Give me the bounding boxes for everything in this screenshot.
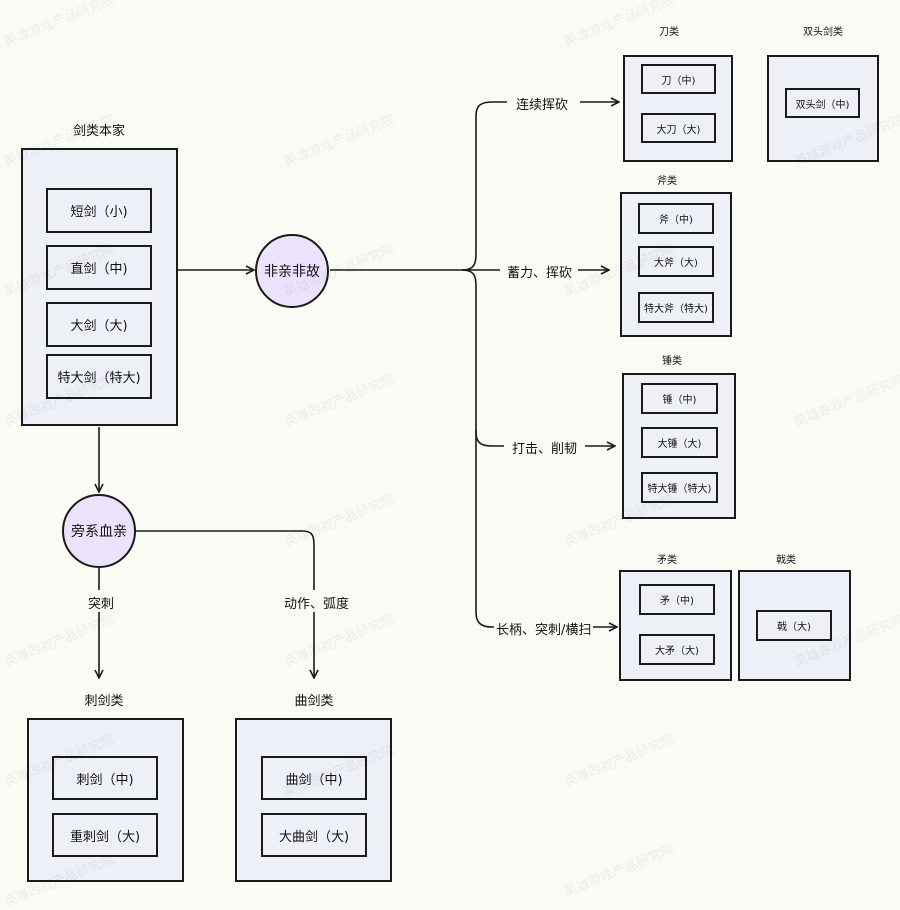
edge-label: 打击、削韧 — [510, 438, 580, 457]
group-item: 特大斧（特大) — [638, 292, 714, 323]
blade-group-title: 刀类 — [659, 27, 679, 38]
group-item: 大斧（大) — [638, 246, 714, 277]
group-item: 双头剑（中) — [785, 88, 860, 118]
group-item: 直剑（中) — [46, 245, 152, 290]
axe-group-title: 斧类 — [657, 176, 677, 187]
edge-label: 蓄力、挥砍 — [505, 262, 575, 281]
group-item: 锤（中) — [641, 383, 718, 414]
group-item: 特大锤（特大) — [641, 472, 718, 503]
edge-label: 突刺 — [86, 593, 117, 612]
group-item: 戟（大) — [756, 610, 832, 641]
twinblade-group-title: 双头剑类 — [803, 27, 843, 38]
thrusting-group-box — [27, 718, 184, 882]
group-item: 大锤（大) — [641, 427, 718, 458]
group-item: 矛（中) — [639, 584, 715, 615]
edge-label: 动作、弧度 — [282, 593, 352, 612]
node-unrelated: 非亲非故 — [255, 234, 329, 308]
group-item: 大曲剑（大) — [261, 813, 367, 857]
spear-group-title: 矛类 — [657, 555, 677, 566]
curved-group-title: 曲剑类 — [294, 694, 334, 709]
group-item: 大矛（大) — [639, 634, 715, 665]
node-collateral: 旁系血亲 — [62, 494, 136, 568]
group-item: 大剑（大) — [46, 302, 152, 347]
hammer-group-title: 锤类 — [662, 356, 682, 367]
group-item: 曲剑（中) — [261, 756, 367, 800]
group-item: 刀（中) — [641, 64, 716, 94]
halberd-group-box — [738, 570, 851, 681]
group-item: 刺剑（中) — [52, 756, 158, 800]
group-item: 重刺剑（大) — [52, 813, 158, 857]
group-item: 短剑（小) — [46, 188, 152, 233]
edge-label: 长柄、突刺/横扫 — [494, 619, 594, 638]
edge-label: 连续挥砍 — [514, 94, 571, 113]
group-item: 斧（中) — [638, 203, 714, 234]
curved-group-box — [235, 718, 392, 882]
group-item: 特大剑（特大) — [46, 354, 152, 399]
main-group-title: 剑类本家 — [72, 124, 126, 139]
thrusting-group-title: 刺剑类 — [84, 694, 124, 709]
group-item: 大刀（大) — [641, 113, 716, 143]
halberd-group-title: 戟类 — [776, 555, 796, 566]
